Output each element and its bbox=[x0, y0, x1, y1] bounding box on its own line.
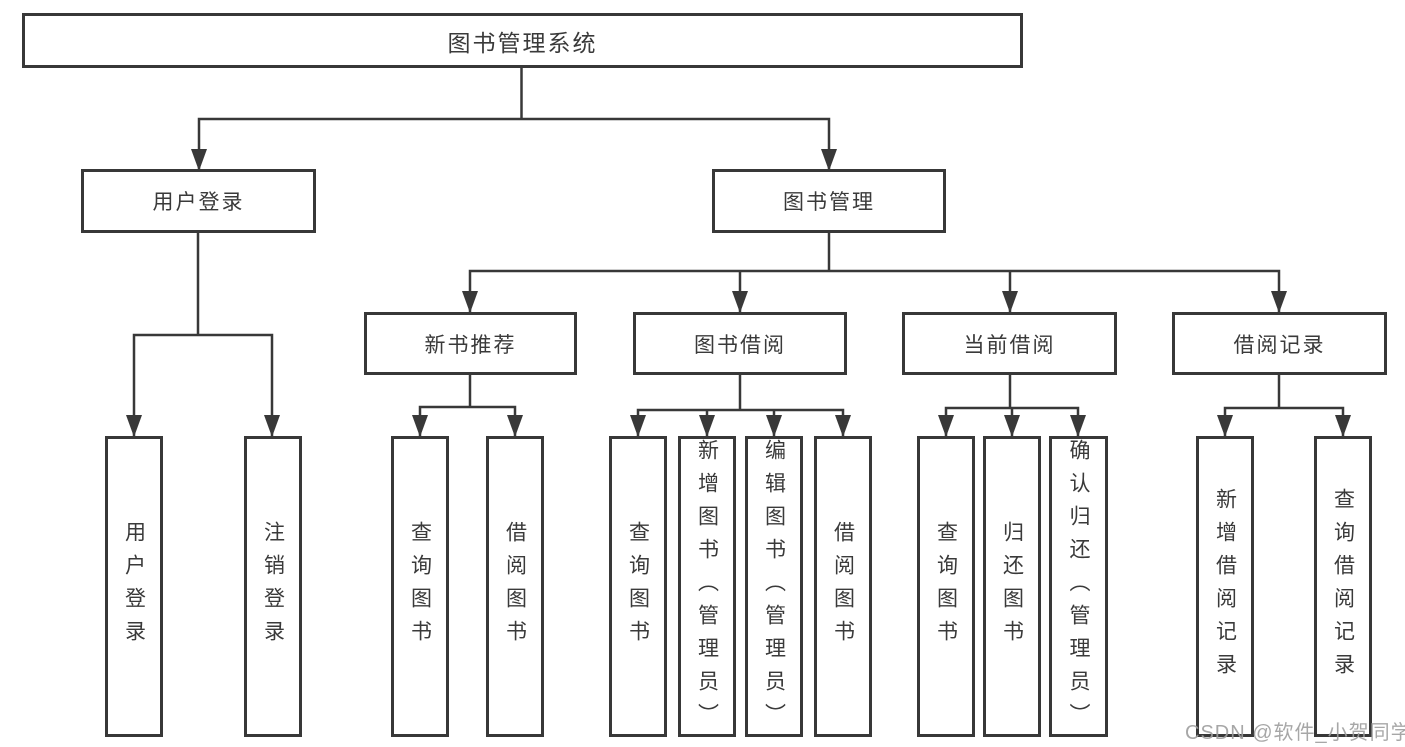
node-label: 图书管理 bbox=[783, 191, 875, 214]
node-label: 新书推荐 bbox=[424, 333, 517, 357]
node-current-borrowing: 当前借阅 bbox=[902, 312, 1117, 375]
leaf-label: 编辑图书（管理员） bbox=[762, 439, 786, 736]
leaf-label: 借阅图书 bbox=[831, 520, 855, 653]
leaf-nb-borrow-book: 借阅图书 bbox=[486, 436, 544, 737]
leaf-label: 确认归还（管理员） bbox=[1067, 439, 1090, 736]
leaf-label: 借阅图书 bbox=[503, 520, 527, 653]
leaf-label: 查询图书 bbox=[934, 520, 958, 653]
leaf-label: 新增图书（管理员） bbox=[695, 439, 719, 736]
leaf-label: 注销登录 bbox=[261, 520, 285, 653]
leaf-bb-borrow-book: 借阅图书 bbox=[814, 436, 872, 737]
node-new-book-recommendation: 新书推荐 bbox=[364, 312, 577, 375]
leaf-label: 新增借阅记录 bbox=[1213, 487, 1237, 686]
leaf-logout: 注销登录 bbox=[244, 436, 302, 737]
leaf-label: 用户登录 bbox=[122, 520, 146, 653]
leaf-cb-confirm-return-admin: 确认归还（管理员） bbox=[1049, 436, 1108, 737]
leaf-bb-add-book-admin: 新增图书（管理员） bbox=[678, 436, 736, 737]
node-library-management-system: 图书管理系统 bbox=[22, 13, 1023, 68]
node-book-management: 图书管理 bbox=[712, 169, 946, 233]
node-label: 用户登录 bbox=[152, 191, 245, 214]
leaf-bb-edit-book-admin: 编辑图书（管理员） bbox=[745, 436, 803, 737]
leaf-label: 查询图书 bbox=[408, 520, 432, 653]
node-label: 当前借阅 bbox=[963, 333, 1056, 357]
leaf-br-add-borrow-record: 新增借阅记录 bbox=[1196, 436, 1254, 737]
leaf-label: 查询图书 bbox=[626, 520, 650, 653]
leaf-label: 查询借阅记录 bbox=[1331, 487, 1355, 686]
node-label: 图书管理系统 bbox=[447, 29, 598, 56]
node-borrowing-records: 借阅记录 bbox=[1172, 312, 1387, 375]
leaf-cb-query-book: 查询图书 bbox=[917, 436, 975, 737]
leaf-cb-return-book: 归还图书 bbox=[983, 436, 1041, 737]
leaf-label: 归还图书 bbox=[1000, 520, 1024, 653]
leaf-nb-query-book: 查询图书 bbox=[391, 436, 449, 737]
leaf-bb-query-book: 查询图书 bbox=[609, 436, 667, 737]
leaf-user-login: 用户登录 bbox=[105, 436, 163, 737]
node-label: 图书借阅 bbox=[694, 333, 786, 357]
leaf-br-query-borrow-record: 查询借阅记录 bbox=[1314, 436, 1372, 737]
node-label: 借阅记录 bbox=[1233, 333, 1326, 357]
csdn-watermark: CSDN @软件_小贺同学 bbox=[1185, 722, 1405, 744]
node-user-login: 用户登录 bbox=[81, 169, 316, 233]
node-book-borrowing: 图书借阅 bbox=[633, 312, 847, 375]
